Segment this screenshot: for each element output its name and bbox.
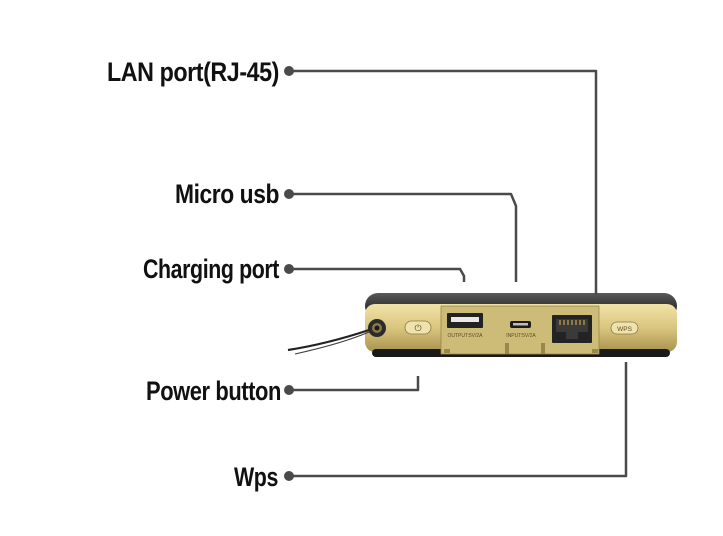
- micro-usb-leader-line: [289, 192, 518, 282]
- output-port-label: OUTPUT:5V/2A: [447, 333, 483, 339]
- power-dot: [284, 385, 294, 395]
- lan-leader-line: [289, 69, 598, 295]
- micro-usb-port: [510, 321, 531, 328]
- micro-usb-label: Micro usb: [175, 179, 279, 209]
- charging-port-label: Charging port: [143, 254, 279, 284]
- wps-button: WPS: [610, 321, 639, 335]
- wps-leader-line: [289, 362, 628, 478]
- power-jack: [368, 319, 386, 337]
- router-device: OUTPUT:5V/2A INPUT:5V/2A: [287, 293, 677, 357]
- panel-tabs: [444, 343, 598, 354]
- wps-label: Wps: [234, 462, 278, 492]
- charging-cable-strand: [294, 331, 370, 355]
- rj45-port: [552, 315, 592, 343]
- power-leader-line: [289, 376, 420, 392]
- wps-dot: [284, 471, 294, 481]
- wps-button-label: WPS: [617, 326, 632, 333]
- lan-port-label: LAN port(RJ-45): [107, 57, 279, 87]
- power-button: ⏻: [404, 320, 432, 335]
- lan-dot: [284, 66, 294, 76]
- charging-dot: [284, 264, 294, 274]
- input-port-label: INPUT:5V/2A: [506, 333, 536, 339]
- charging-cable: [287, 328, 370, 352]
- power-button-label: Power button: [146, 376, 281, 406]
- charging-leader-line: [289, 267, 466, 282]
- power-icon: ⏻: [414, 323, 421, 334]
- output-usb-port: [447, 313, 483, 328]
- micro-usb-dot: [284, 189, 294, 199]
